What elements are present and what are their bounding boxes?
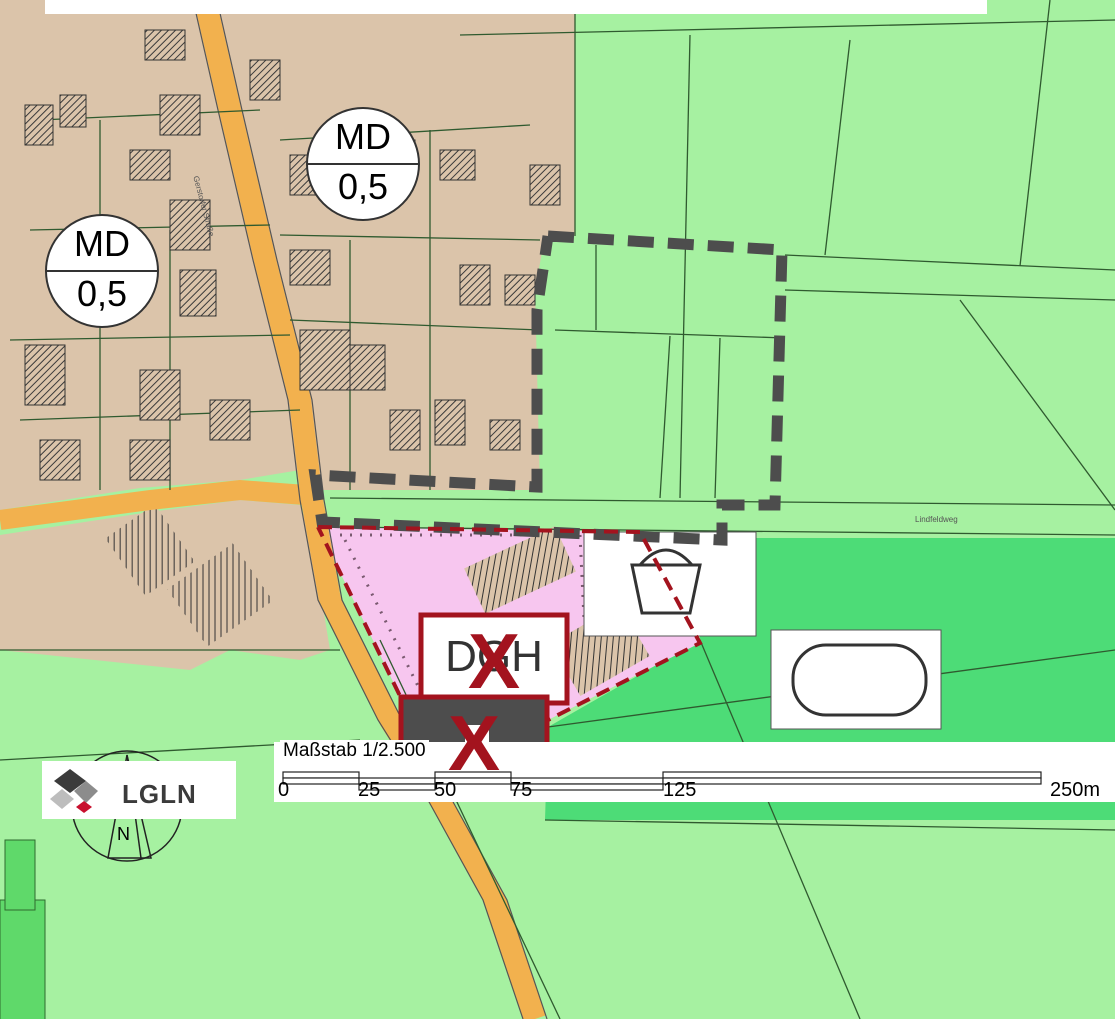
zone-2-type: MD: [74, 223, 130, 264]
special-area-dots: [340, 533, 587, 641]
title-strip: [45, 0, 987, 14]
village-buildings: [24, 29, 561, 481]
road-edge: [192, 0, 524, 1019]
scale-label: 75: [510, 779, 533, 801]
scale-label: 25: [358, 779, 381, 801]
lgln-logo-text: LGLN: [122, 779, 197, 809]
allotment-strips: [0, 839, 46, 1019]
zone-1-type: MD: [335, 116, 391, 157]
scale-label: 50: [434, 779, 457, 801]
village-area-south: [0, 500, 330, 670]
scale-label: 250m: [1050, 779, 1101, 801]
north-label: N: [117, 824, 130, 844]
sports-track-symbol: [791, 643, 928, 717]
zone-1-value: 0,5: [337, 166, 389, 207]
scale-label: 125: [663, 779, 697, 801]
dgh-box: [418, 612, 570, 706]
scale-bar: [282, 771, 1042, 791]
building: [464, 526, 576, 614]
red-boundary: [316, 525, 703, 723]
lgln-logo: LGLN: [42, 761, 236, 819]
street-label-side: Lindfeldweg: [915, 515, 958, 524]
lgln-logo-icon: [50, 769, 98, 813]
side-road: [0, 479, 306, 530]
zone-badge-2: [45, 214, 159, 328]
f-strike-x: X: [447, 699, 501, 787]
building: [105, 504, 195, 596]
container-symbol: [630, 563, 702, 615]
zone-2-value: 0,5: [76, 273, 128, 314]
dgh-strike-x: X: [467, 617, 521, 705]
scale-title: Maßstab 1/2.500: [280, 740, 429, 762]
building: [167, 543, 273, 647]
container-handle: [638, 548, 694, 566]
main-road: [194, 0, 546, 1019]
scale-label: 0: [278, 779, 290, 801]
zone-badge-1: [306, 107, 420, 221]
dgh-label: DGH: [445, 632, 543, 681]
